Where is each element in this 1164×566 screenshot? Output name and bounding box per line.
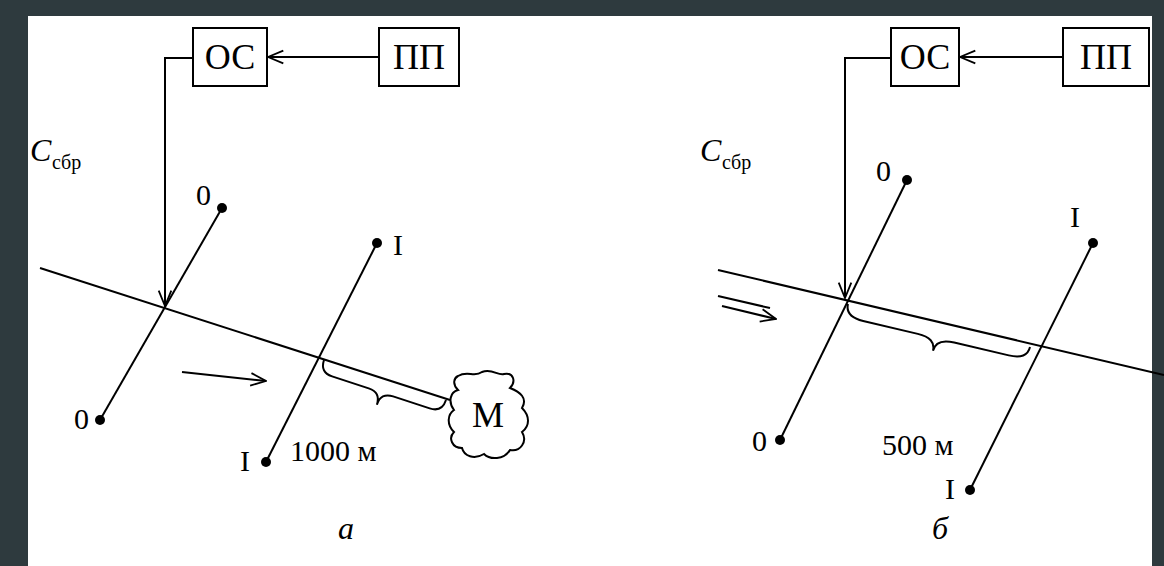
plant-box: ПП — [378, 27, 460, 87]
plant-box: ПП — [1062, 27, 1150, 87]
river-line — [40, 268, 450, 400]
section-label: 0 — [196, 180, 211, 210]
node-text: ОС — [205, 39, 255, 75]
treatment-box: ОС — [890, 27, 960, 87]
river-line — [718, 270, 1164, 375]
distance-brace — [848, 304, 1030, 356]
concentration-subscript: сбр — [722, 152, 751, 172]
section-line — [100, 208, 222, 420]
distance-label: 500 м — [882, 430, 953, 460]
concentration-symbol: C — [700, 134, 721, 166]
section-dot — [775, 435, 785, 445]
distance-brace — [323, 360, 446, 409]
section-dot — [217, 203, 227, 213]
flow-arrow — [182, 372, 266, 381]
panel-caption: б — [932, 512, 948, 544]
section-dot — [261, 457, 271, 467]
section-label: I — [393, 230, 403, 260]
flow-connector — [960, 56, 1062, 58]
section-line — [266, 243, 377, 462]
white-ground — [28, 16, 1152, 566]
treatment-box: ОС — [192, 27, 268, 87]
section-dot — [902, 175, 912, 185]
section-dot — [1088, 238, 1098, 248]
section-label: 0 — [876, 156, 891, 186]
flow-line — [718, 296, 770, 308]
section-label: 0 — [752, 426, 767, 456]
section-dot — [965, 485, 975, 495]
concentration-subscript: сбр — [52, 152, 81, 172]
settlement-cloud: М — [444, 368, 532, 462]
node-text: ПП — [393, 39, 445, 75]
section-line — [780, 180, 907, 440]
section-label: I — [240, 446, 250, 476]
node-text: М — [472, 397, 504, 433]
concentration-symbol: C — [30, 134, 51, 166]
flow-connector — [268, 56, 378, 58]
section-label: 0 — [74, 404, 89, 434]
section-label: I — [945, 474, 955, 504]
section-label: I — [1070, 202, 1080, 232]
distance-label: 1000 м — [290, 436, 376, 466]
panel-caption: а — [338, 512, 354, 544]
node-text: ОС — [900, 39, 950, 75]
section-dot — [372, 238, 382, 248]
section-dot — [95, 415, 105, 425]
node-text: ПП — [1080, 39, 1132, 75]
section-line — [970, 243, 1093, 490]
